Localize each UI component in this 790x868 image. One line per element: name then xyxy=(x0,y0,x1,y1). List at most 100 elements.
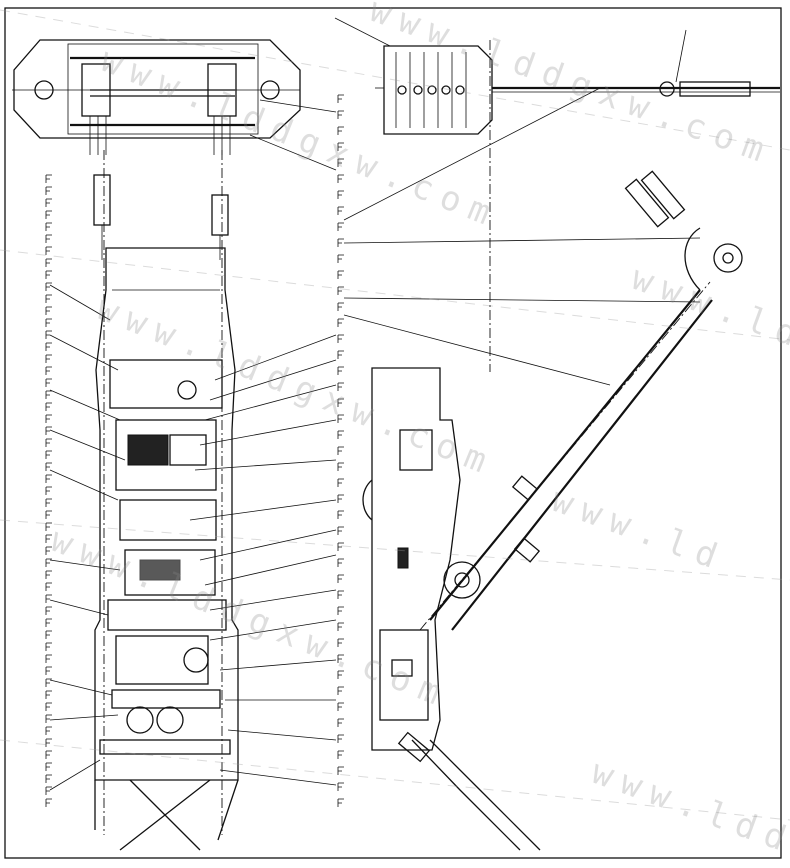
callout-tick xyxy=(337,766,344,775)
callout-tick xyxy=(45,366,52,375)
watermark-dash-lines xyxy=(0,9,790,821)
callout-tick xyxy=(45,570,52,579)
drawing-frame xyxy=(4,7,782,859)
callout-tick xyxy=(45,498,52,507)
callout-tick xyxy=(337,286,344,295)
callout-tick xyxy=(337,94,344,103)
callout-tick xyxy=(45,438,52,447)
callout-tick xyxy=(337,254,344,263)
callout-tick xyxy=(337,206,344,215)
callout-tick xyxy=(337,302,344,311)
callout-tick xyxy=(45,246,52,255)
callout-tick xyxy=(337,622,344,631)
side-elevation-view xyxy=(362,170,743,851)
callout-tick xyxy=(337,686,344,695)
callout-tick xyxy=(45,258,52,267)
callout-tick xyxy=(337,142,344,151)
callout-tick xyxy=(45,282,52,291)
callout-tick xyxy=(45,486,52,495)
callout-tick xyxy=(337,670,344,679)
callout-tick xyxy=(337,126,344,135)
callout-tick xyxy=(45,702,52,711)
callout-tick xyxy=(337,430,344,439)
callout-tick xyxy=(45,594,52,603)
callout-tick xyxy=(45,354,52,363)
callout-tick xyxy=(45,390,52,399)
callout-tick xyxy=(45,738,52,747)
callout-tick xyxy=(45,174,52,183)
callout-tick xyxy=(45,762,52,771)
callout-tick xyxy=(337,190,344,199)
callout-tick xyxy=(45,630,52,639)
callout-tick xyxy=(337,606,344,615)
callout-tick xyxy=(337,782,344,791)
callout-tick xyxy=(45,714,52,723)
callout-tick xyxy=(45,474,52,483)
callout-tick xyxy=(337,542,344,551)
callout-tick xyxy=(45,210,52,219)
callout-tick xyxy=(45,786,52,795)
callout-tick xyxy=(337,638,344,647)
plan-view-top xyxy=(12,39,301,155)
callout-tick xyxy=(337,318,344,327)
callout-tick xyxy=(45,690,52,699)
callout-tick xyxy=(337,158,344,167)
callout-tick xyxy=(45,546,52,555)
callout-tick xyxy=(337,366,344,375)
callout-tick xyxy=(45,186,52,195)
callout-tick xyxy=(337,334,344,343)
callout-tick xyxy=(337,174,344,183)
callout-tick xyxy=(337,526,344,535)
callout-tick xyxy=(337,702,344,711)
callout-tick xyxy=(337,750,344,759)
callout-tick xyxy=(337,654,344,663)
callout-tick xyxy=(337,734,344,743)
center-callout-marks xyxy=(337,94,344,807)
leader-lines xyxy=(49,87,701,791)
callout-tick xyxy=(45,678,52,687)
callout-tick xyxy=(45,234,52,243)
callout-tick xyxy=(45,402,52,411)
callout-tick xyxy=(337,462,344,471)
callout-tick xyxy=(45,330,52,339)
boom-plan-view xyxy=(334,17,780,370)
callout-tick xyxy=(45,270,52,279)
callout-tick xyxy=(337,558,344,567)
callout-tick xyxy=(45,222,52,231)
callout-tick xyxy=(337,510,344,519)
callout-tick xyxy=(45,618,52,627)
callout-tick xyxy=(45,450,52,459)
callout-tick xyxy=(45,774,52,783)
callout-tick xyxy=(337,222,344,231)
callout-tick xyxy=(337,718,344,727)
callout-tick xyxy=(337,590,344,599)
callout-tick xyxy=(45,522,52,531)
callout-tick xyxy=(337,398,344,407)
callout-tick xyxy=(337,350,344,359)
callout-tick xyxy=(45,654,52,663)
callout-tick xyxy=(45,426,52,435)
callout-tick xyxy=(45,606,52,615)
callout-tick xyxy=(45,510,52,519)
callout-tick xyxy=(337,110,344,119)
machine-plan-view xyxy=(93,150,239,851)
callout-tick xyxy=(45,726,52,735)
callout-tick xyxy=(45,318,52,327)
callout-tick xyxy=(45,198,52,207)
callout-tick xyxy=(45,582,52,591)
callout-tick xyxy=(45,462,52,471)
callout-tick xyxy=(45,378,52,387)
callout-tick xyxy=(45,666,52,675)
callout-tick xyxy=(337,414,344,423)
callout-tick xyxy=(337,574,344,583)
callout-tick xyxy=(45,294,52,303)
callout-tick xyxy=(337,382,344,391)
callout-tick xyxy=(45,558,52,567)
callout-tick xyxy=(337,798,344,807)
callout-tick xyxy=(45,342,52,351)
left-callout-marks xyxy=(45,174,52,807)
callout-tick xyxy=(45,414,52,423)
callout-tick xyxy=(337,478,344,487)
callout-tick xyxy=(337,270,344,279)
